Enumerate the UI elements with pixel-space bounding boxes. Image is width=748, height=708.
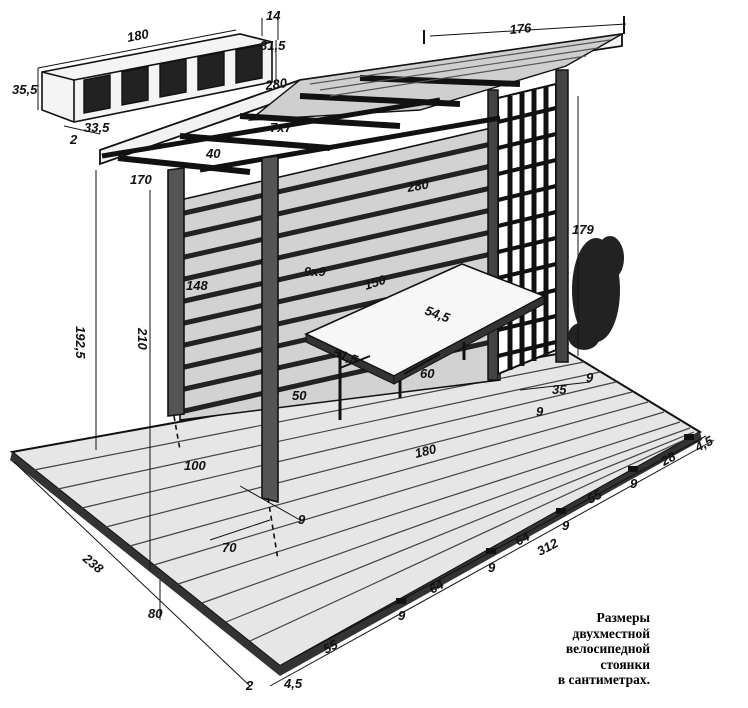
dim-floor-side-inner: 100 [184, 458, 206, 473]
floor-deck [9, 350, 702, 676]
dim-shelf-length: 180 [126, 26, 151, 45]
dim-roof-front: 176 [509, 20, 533, 37]
caption-line-3: велосипедной [565, 641, 650, 656]
dim-roof-width: 280 [263, 75, 288, 93]
dim-front-post-offset: 80 [148, 606, 163, 621]
dim-shelf-height-right: 31,5 [260, 38, 286, 53]
dim-post-slat: 9 [298, 512, 306, 527]
shelf-compartments [83, 44, 263, 114]
roof-purlins [101, 97, 501, 173]
dim-edge-2: 2 [245, 678, 254, 693]
dim-wall-height: 148 [186, 278, 208, 293]
dim-wall-length: 280 [405, 176, 431, 195]
dimension-lines [13, 96, 715, 687]
dim-slat-f: 9 [398, 608, 406, 623]
dim-shelf-board: 2 [69, 132, 78, 147]
dim-slat-b: 9 [536, 404, 544, 419]
bush [568, 236, 624, 350]
dim-side-width: 170 [130, 172, 152, 187]
dim-gap: 35 [552, 382, 567, 397]
caption-line-4: стоянки [600, 656, 650, 672]
dim-table-width: 150 [362, 272, 388, 293]
fold-table [304, 263, 546, 420]
dim-table-height: 50 [292, 388, 307, 403]
caption-line-2: двухместной [572, 625, 650, 641]
shelf-box [37, 18, 279, 135]
dim-slat-e: 9 [488, 560, 496, 575]
dim-side-floor: 238 [79, 550, 107, 577]
dim-beam: 7x7 [270, 120, 292, 135]
dim-shelf-height-left: 35,5 [12, 82, 38, 97]
dim-slat-d: 9 [562, 518, 570, 533]
dim-trellis-height: 179 [572, 222, 594, 237]
dim-overhang: 40 [205, 146, 221, 161]
dim-table-leg: 60 [420, 366, 435, 381]
dim-segment-28: 28 [657, 448, 678, 469]
dim-shelf-thickness: 14 [266, 8, 281, 23]
dim-post-height: 210 [135, 327, 150, 350]
caption-line-5: в сантиметрах. [557, 672, 650, 687]
dim-slat-a: 9 [586, 370, 594, 385]
figure-caption: Размеры двухместной велосипедной стоянки… [450, 610, 650, 688]
dim-post-depth: 70 [222, 540, 237, 555]
roof [99, 16, 627, 175]
dim-total-length: 312 [534, 535, 561, 559]
dim-floor-inner: 180 [413, 441, 438, 461]
dim-post: 9x9 [304, 264, 326, 279]
trellis [487, 69, 569, 381]
dim-front-height: 192,5 [73, 326, 88, 359]
floor-supports [396, 434, 694, 604]
dim-edge-45-left: 4,5 [283, 676, 303, 691]
caption-line-1: Размеры [596, 610, 650, 625]
dim-shelf-depth: 33,5 [84, 120, 110, 135]
posts [167, 155, 279, 561]
roof-slats [309, 39, 611, 97]
dim-slat-c: 9 [630, 476, 638, 491]
